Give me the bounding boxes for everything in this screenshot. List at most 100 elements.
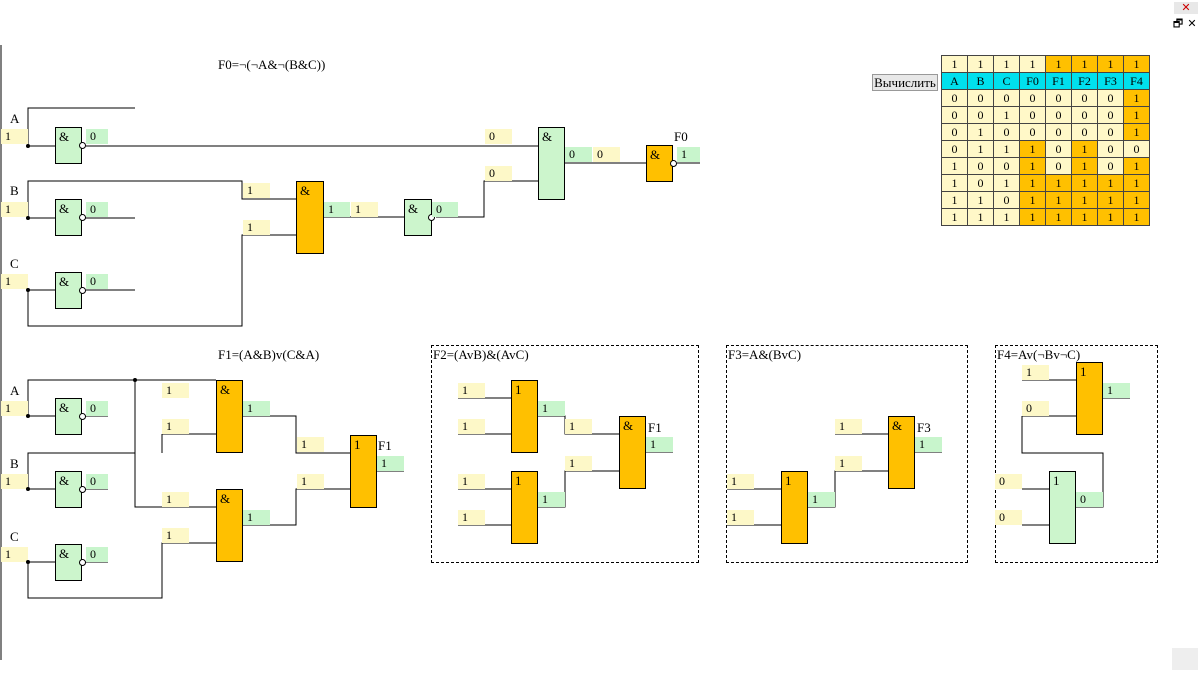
truth-table-cell: 0 xyxy=(967,106,994,124)
not-c-output: 0 xyxy=(86,547,108,562)
junction-dot xyxy=(133,378,137,382)
not-gate-a[interactable]: & xyxy=(55,398,82,435)
truth-table-cell: 0 xyxy=(1097,157,1124,175)
output-label-f1: F1 xyxy=(378,438,392,453)
gate-symbol: & xyxy=(220,382,231,397)
f3-output: 1 xyxy=(915,437,942,452)
or-f1-input1: 1 xyxy=(297,437,324,452)
input-c-value[interactable]: 1 xyxy=(1,274,28,289)
and2-input1: 0 xyxy=(485,129,512,144)
truth-table-cell: 0 xyxy=(1097,140,1124,158)
and-gate-bc[interactable]: & xyxy=(296,181,324,254)
input-b-value[interactable]: 1 xyxy=(1,474,28,489)
invert-bubble xyxy=(79,142,86,149)
formula-f0: F0=¬(¬A&¬(B&C)) xyxy=(218,57,326,72)
or1-input2: 1 xyxy=(458,419,485,434)
truth-table-cell: 0 xyxy=(1019,106,1046,124)
resize-grip[interactable] xyxy=(1172,648,1198,670)
or-f3-output: 1 xyxy=(808,492,835,507)
and-gate-f2[interactable]: & xyxy=(619,416,646,489)
or-gate-ac[interactable]: 1 xyxy=(511,471,538,544)
truth-table-cell: 1 xyxy=(1097,55,1124,73)
truth-table-cell: 0 xyxy=(1097,123,1124,141)
truth-table-cell: 0 xyxy=(1045,106,1072,124)
or-top-input2: 0 xyxy=(1022,401,1049,416)
truth-table-cell: 0 xyxy=(1045,123,1072,141)
truth-table-cell: 1 xyxy=(1019,55,1046,73)
junction-dot xyxy=(26,288,30,292)
and-f2-input1: 1 xyxy=(565,419,592,434)
restore-window-button[interactable]: 🗗 xyxy=(1172,17,1184,30)
truth-table-cell: 1 xyxy=(1045,208,1072,226)
and-gate-ca[interactable]: & xyxy=(216,489,243,562)
not-gate-b[interactable]: & xyxy=(55,199,82,236)
not-gate-f0[interactable]: & xyxy=(646,145,673,182)
not-gate-c[interactable]: & xyxy=(55,544,82,581)
and-ab-input2: 1 xyxy=(162,419,189,434)
output-label-f2: F1 xyxy=(648,420,662,435)
gate-symbol: 1 xyxy=(515,382,522,397)
or-gate-ab[interactable]: 1 xyxy=(511,380,538,453)
truth-table-cell: 1 xyxy=(941,157,968,175)
gate-symbol: & xyxy=(59,201,70,216)
and2-output: 0 xyxy=(565,147,592,162)
or-gate-f4[interactable]: 1 xyxy=(1076,362,1103,435)
not-gate-a[interactable]: & xyxy=(55,127,82,164)
input-b-value[interactable]: 1 xyxy=(1,202,28,217)
and-gate-f3[interactable]: & xyxy=(888,416,915,489)
truth-table-cell: 1 xyxy=(1123,208,1150,226)
junction-dot xyxy=(26,487,30,491)
or-top-input1: 1 xyxy=(1022,365,1049,380)
input-a-value[interactable]: 1 xyxy=(1,129,28,144)
or-top-output: 1 xyxy=(1103,383,1130,398)
truth-table-cell: 1 xyxy=(967,55,994,73)
not-b-output: 0 xyxy=(86,202,108,217)
truth-table-cell: 1 xyxy=(1123,157,1150,175)
close-document-button[interactable]: ✕ xyxy=(1187,17,1197,30)
invert-bubble xyxy=(79,486,86,493)
or-gate-f1[interactable]: 1 xyxy=(350,435,377,508)
formula-f3: F3=A&(BvC) xyxy=(728,347,802,362)
truth-table-cell: 1 xyxy=(993,55,1020,73)
and1-output: 1 xyxy=(324,202,350,217)
formula-f4: F4=Av(¬Bv¬C) xyxy=(997,347,1081,362)
or-f3-input1: 1 xyxy=(727,474,754,489)
or-bottom-output: 0 xyxy=(1076,492,1103,507)
or-f3-input2: 1 xyxy=(727,510,754,525)
output-label-f3: F3 xyxy=(917,420,931,435)
and-gate-f0[interactable]: & xyxy=(538,127,565,200)
and-gate-ab[interactable]: & xyxy=(216,380,243,453)
and-f3-input1: 1 xyxy=(835,419,862,434)
truth-table-cell: 1 xyxy=(1123,123,1150,141)
or2-output: 1 xyxy=(538,492,565,507)
or-gate-nb-nc[interactable]: 1 xyxy=(1049,471,1076,544)
not-gate-b[interactable]: & xyxy=(55,471,82,508)
input-c-value[interactable]: 1 xyxy=(1,547,28,562)
not2-input: 1 xyxy=(351,202,378,217)
truth-table-cell: 1 xyxy=(993,208,1020,226)
truth-table-cell: 0 xyxy=(1071,89,1098,107)
f4-panel xyxy=(995,345,1158,563)
and-ca-input1: 1 xyxy=(162,492,189,507)
and-f3-input2: 1 xyxy=(835,456,862,471)
or-gate-bc[interactable]: 1 xyxy=(781,471,808,544)
truth-table-cell: 1 xyxy=(1123,89,1150,107)
invert-bubble xyxy=(79,559,86,566)
or1-output: 1 xyxy=(538,401,565,416)
gate-symbol: & xyxy=(220,491,231,506)
not-a-output: 0 xyxy=(86,129,108,144)
gate-symbol: & xyxy=(59,274,70,289)
close-window-button[interactable]: ✕ xyxy=(1174,2,1198,14)
truth-table-cell: 1 xyxy=(1045,191,1072,209)
not-gate-c[interactable]: & xyxy=(55,272,82,309)
gate-symbol: & xyxy=(408,201,419,216)
input-a-value[interactable]: 1 xyxy=(1,401,28,416)
calculate-button[interactable]: Вычислить xyxy=(872,74,938,91)
truth-table-cell: 0 xyxy=(941,123,968,141)
